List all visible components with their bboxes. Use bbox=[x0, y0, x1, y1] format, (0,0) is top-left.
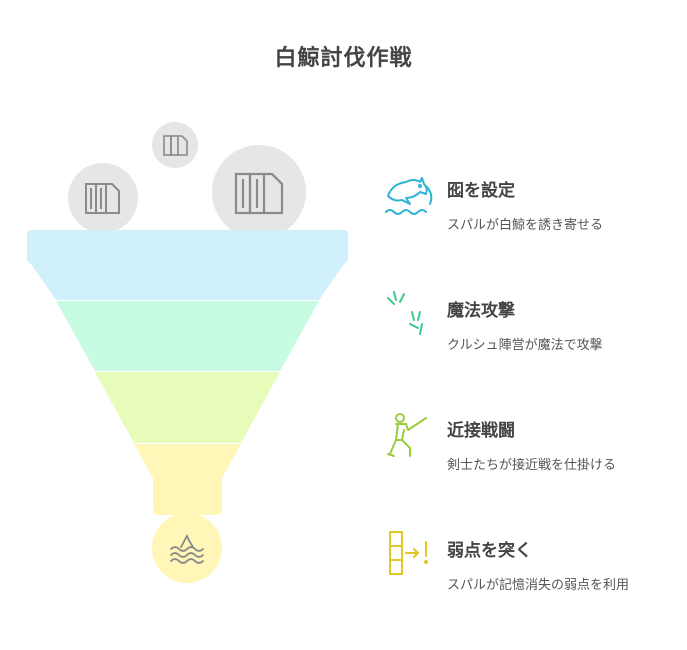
step-heading: 囮を設定 bbox=[447, 181, 515, 201]
exit-arrow-icon bbox=[389, 531, 428, 575]
step-heading: 近接戦闘 bbox=[447, 421, 515, 441]
output-bubble bbox=[152, 513, 222, 583]
step-description: スパルが記憶消失の弱点を利用 bbox=[447, 578, 630, 593]
step-description: クルシュ陣営が魔法で攻撃 bbox=[447, 338, 603, 353]
funnel-layer-1 bbox=[27, 230, 348, 300]
diagram-title: 白鯨討伐作戦 bbox=[274, 46, 413, 71]
columns-icon bbox=[85, 183, 120, 214]
funnel-layer-2 bbox=[56, 301, 319, 371]
step-3: 近接戦闘 剣士たちが接近戦を仕掛ける bbox=[380, 408, 680, 488]
step-heading: 魔法攻撃 bbox=[447, 301, 515, 321]
funnel-layer-4 bbox=[134, 444, 241, 515]
columns-icon bbox=[163, 135, 188, 156]
columns-icon bbox=[234, 172, 284, 215]
soldier-icon bbox=[387, 413, 427, 457]
sparkle-icon bbox=[387, 291, 423, 335]
step-4: 弱点を突く スパルが記憶消失の弱点を利用 bbox=[380, 528, 680, 608]
step-2: 魔法攻撃 クルシュ陣営が魔法で攻撃 bbox=[380, 288, 680, 368]
waves-icon bbox=[170, 533, 204, 564]
step-description: 剣士たちが接近戦を仕掛ける bbox=[447, 458, 617, 473]
step-1: 囮を設定 スパルが白鯨を誘き寄せる bbox=[380, 168, 680, 248]
step-heading: 弱点を突く bbox=[447, 541, 532, 561]
input-bubble-large bbox=[212, 145, 306, 239]
input-bubble-left bbox=[68, 163, 138, 233]
dolphin-icon bbox=[385, 177, 433, 215]
input-bubble-small bbox=[152, 122, 198, 168]
step-description: スパルが白鯨を誘き寄せる bbox=[447, 218, 604, 233]
funnel-layer-3 bbox=[95, 372, 280, 443]
